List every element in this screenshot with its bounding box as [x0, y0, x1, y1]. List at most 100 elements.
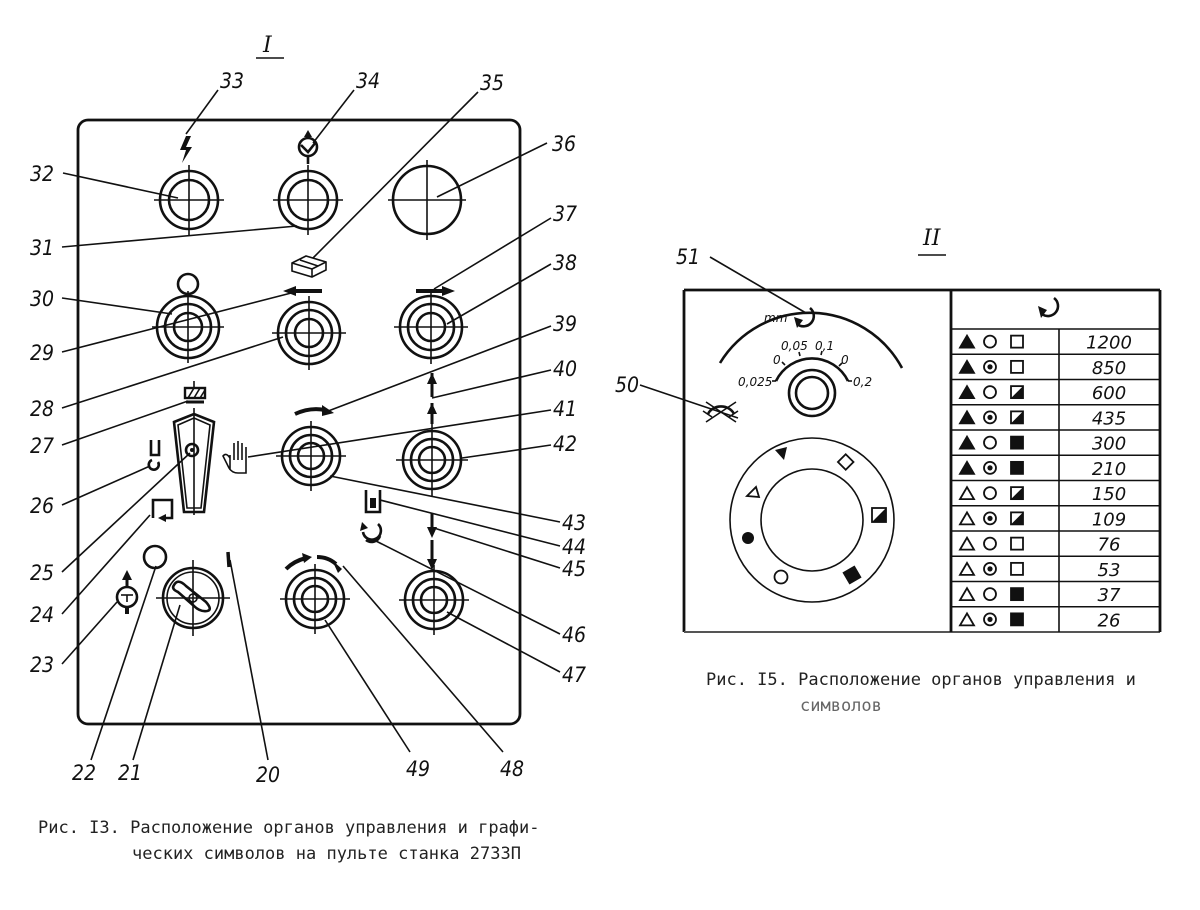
open-triangle-icon [958, 485, 976, 501]
dotted-circle-icon [983, 511, 997, 526]
scale-tick [838, 362, 843, 367]
rpm-value: 76 [1098, 535, 1121, 556]
callout-25: 25 [30, 561, 54, 585]
tool-release-icon [183, 381, 207, 404]
circle-dot [987, 515, 993, 521]
rpm-value: 26 [1098, 610, 1121, 631]
open-triangle-icon [958, 510, 976, 526]
scale-tick [820, 350, 823, 356]
full-square-icon [1010, 460, 1024, 475]
full-square-icon [1010, 435, 1024, 450]
hand-icon [222, 441, 247, 474]
button-43[interactable] [276, 421, 346, 491]
figure-ii-caption: Рис. I5. Расположение органов управления… [706, 667, 1136, 719]
callout-23: 23 [30, 653, 54, 677]
dotted-circle-icon [983, 561, 997, 576]
scale-label: 0 [841, 353, 849, 367]
button-32[interactable] [154, 165, 224, 235]
callout-35: 35 [480, 71, 504, 95]
filled-circle-mark [742, 532, 754, 544]
callout-42: 42 [553, 432, 577, 456]
arrow-left-icon [283, 286, 322, 296]
rpm-value: 150 [1092, 484, 1126, 505]
open-triangle-icon [958, 535, 976, 551]
callout-44: 44 [562, 535, 586, 559]
callout-51: 51 [676, 245, 700, 269]
button-49[interactable] [280, 564, 350, 634]
open-triangle-mark [744, 485, 761, 499]
callout-40: 40 [553, 357, 577, 381]
callout-48: 48 [500, 757, 524, 781]
callout-43: 43 [562, 511, 586, 535]
table-row: 37 [951, 580, 1160, 606]
table-row: 300 [951, 429, 1160, 455]
scale-label: 0,2 [853, 375, 872, 389]
speed-selector-dial[interactable] [729, 437, 895, 603]
dotted-circle-icon [983, 612, 997, 627]
dotted-circle-icon [983, 410, 997, 425]
rpm-value: 109 [1092, 509, 1126, 530]
callout-20: 20 [256, 763, 280, 787]
full-square-mark [842, 565, 862, 585]
empty-square-icon [1010, 334, 1024, 349]
caption-line-1: Рис. I3. Расположение органов управления… [38, 818, 540, 838]
rpm-value: 850 [1092, 358, 1126, 379]
rpm-value: 53 [1098, 560, 1121, 581]
button-47[interactable] [399, 565, 469, 635]
caption-line-1: Рис. I5. Расположение органов управления… [706, 670, 1136, 690]
leader-line-51 [709, 256, 807, 314]
callout-32: 32 [30, 162, 54, 186]
lever-handle[interactable] [172, 408, 216, 515]
button-31[interactable] [273, 165, 343, 235]
open-circle-icon [983, 435, 997, 450]
filled-triangle-icon [958, 434, 976, 450]
half-square-fill [1011, 487, 1023, 500]
scale-label: 0 [773, 353, 781, 367]
callout-29: 29 [30, 341, 54, 365]
half-square-mark [871, 507, 887, 523]
callout-28: 28 [30, 397, 54, 421]
callout-46: 46 [562, 623, 586, 647]
rotate-arrows-icon [360, 522, 383, 544]
callout-27: 27 [30, 434, 54, 458]
rpm-value: 435 [1092, 408, 1126, 429]
callout-50: 50 [615, 373, 639, 397]
button-38[interactable] [394, 290, 468, 364]
open-circle-icon [983, 334, 997, 349]
filled-triangle-icon [958, 359, 976, 374]
arrow-down-icon [427, 513, 437, 570]
rpm-value: 37 [1098, 585, 1121, 606]
indicator-36 [388, 160, 466, 240]
table-row: 76 [951, 530, 1160, 556]
control-panel-frame [76, 118, 522, 726]
marker-20 [226, 551, 231, 568]
table-row: 53 [951, 555, 1160, 581]
callout-37: 37 [553, 202, 577, 226]
empty-square-icon [1010, 359, 1024, 374]
callout-45: 45 [562, 557, 586, 581]
table-row: 600 [951, 378, 1160, 404]
scale-tick [781, 361, 786, 366]
button-29[interactable] [152, 291, 224, 363]
feed-knob[interactable] [787, 368, 837, 418]
filled-triangle-icon [958, 409, 976, 425]
handwheel[interactable] [156, 560, 230, 636]
rpm-value: 1200 [1086, 333, 1132, 354]
arrow-right-icon [416, 286, 455, 296]
open-circle-icon [983, 587, 997, 602]
filled-triangle-mark [775, 447, 787, 460]
table-row: 850 [951, 353, 1160, 379]
clamp-block-icon [291, 255, 327, 278]
callout-34: 34 [356, 69, 380, 93]
button-42[interactable] [396, 424, 468, 496]
table-row: 26 [951, 606, 1160, 631]
pump-arrow-icon [297, 130, 319, 164]
figure-ii: II mm 0,025 0 0,05 0,1 0 0,2 [615, 226, 1162, 633]
callout-31: 31 [30, 236, 54, 260]
leader-lines [61, 89, 561, 761]
button-28[interactable] [272, 296, 346, 370]
open-circle-icon [983, 486, 997, 501]
half-square-fill [1011, 512, 1023, 525]
lightning-icon [180, 136, 192, 163]
